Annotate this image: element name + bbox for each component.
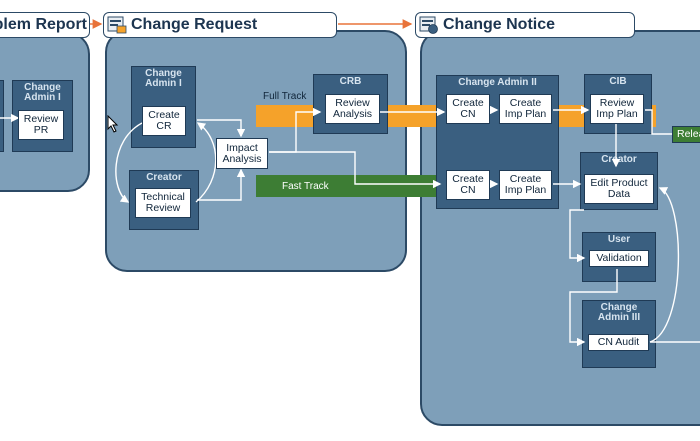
change-request-icon: [107, 16, 127, 34]
stage-header-change-notice: Change Notice: [415, 12, 635, 38]
fast-track-band: [256, 175, 452, 197]
link-technical-createcr: [195, 122, 217, 203]
task-create-imp-plan-full[interactable]: Create Imp Plan: [499, 94, 552, 124]
task-create-cr[interactable]: Create CR: [142, 106, 186, 136]
role-title: Change Admin I: [24, 82, 61, 103]
link-impact-crb: [269, 107, 322, 153]
role-title: CRB: [339, 76, 362, 87]
fast-track-label: Fast Track: [282, 181, 329, 192]
role-title: CIB: [609, 76, 627, 87]
full-track-label: Full Track: [263, 91, 307, 102]
link-edit-validation: [569, 209, 586, 263]
link-audit-edit: [649, 187, 680, 343]
role-title: User: [607, 234, 631, 245]
task-technical-review[interactable]: Technical Review: [135, 188, 191, 218]
task-review-pr[interactable]: Review PR: [18, 110, 64, 140]
task-release[interactable]: Release: [672, 126, 700, 143]
link-impact-fast: [269, 151, 442, 189]
mouse-cursor-icon: [107, 115, 119, 133]
stage-header-change-request: Change Request: [103, 12, 337, 38]
task-impact-analysis[interactable]: Impact Analysis: [216, 138, 268, 169]
task-edit-product-data[interactable]: Edit Product Data: [584, 174, 654, 204]
task-validation[interactable]: Validation: [589, 250, 649, 267]
change-notice-icon: [419, 16, 439, 34]
link-validation-audit: [569, 269, 618, 347]
stage-title: Problem Report: [0, 16, 87, 33]
link-technical-impact: [197, 168, 246, 201]
stage-title: Change Notice: [443, 16, 556, 33]
task-create-cn-fast[interactable]: Create CN: [446, 170, 490, 200]
task-cn-audit[interactable]: CN Audit: [588, 334, 649, 351]
role-title: Change Admin II: [458, 77, 537, 88]
role-title: Creator: [146, 172, 182, 183]
role-title: Change Admin III: [597, 302, 641, 323]
task-review-imp-plan[interactable]: Review Imp Plan: [590, 94, 644, 124]
role-change-admin-i-left: [0, 80, 4, 152]
link-createcr-impact: [197, 119, 246, 138]
task-create-cn-full[interactable]: Create CN: [446, 94, 490, 124]
stage-title: Change Request: [131, 16, 258, 33]
role-title: Change Admin I: [145, 68, 182, 89]
task-create-imp-plan-fast[interactable]: Create Imp Plan: [499, 170, 552, 200]
link-createcr-technical: [115, 122, 143, 203]
stage-header-problem-report: Problem Report: [0, 12, 90, 38]
task-review-analysis[interactable]: Review Analysis: [325, 94, 380, 124]
